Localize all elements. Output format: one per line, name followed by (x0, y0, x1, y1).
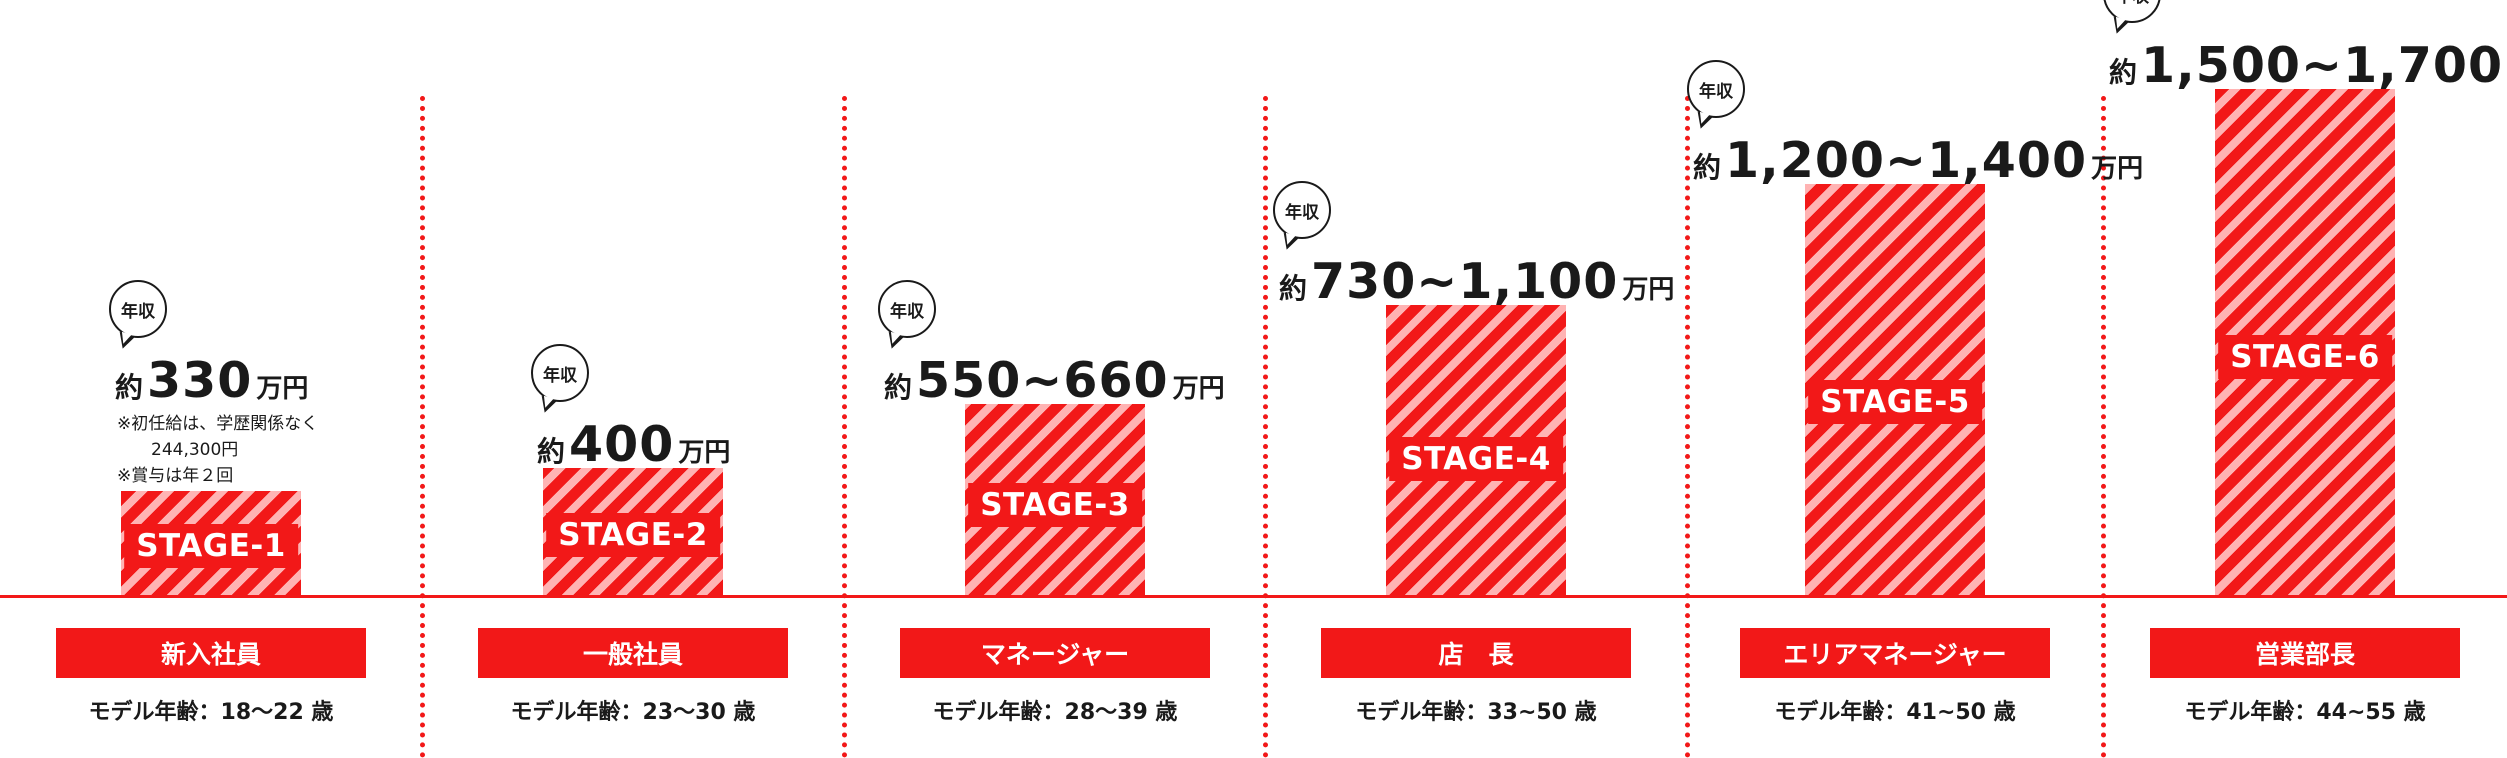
annual-income-bubble: 年収 (878, 280, 936, 352)
salary-prefix: 約 (2109, 56, 2138, 89)
position-label: 一般社員 (478, 628, 788, 678)
annual-income-bubble: 年収 (2103, 0, 2161, 37)
stage-label: STAGE-4 (1389, 437, 1563, 481)
bubble-text: 年収 (543, 365, 577, 386)
salary-prefix: 約 (884, 371, 913, 404)
model-age: モデル年齢：18〜22 歳 (88, 700, 334, 725)
salary-amount: 550~660 (916, 352, 1169, 409)
salary-prefix: 約 (1693, 151, 1722, 184)
salary-prefix: 約 (1279, 272, 1308, 305)
model-age: モデル年齢：44~55 歳 (2184, 700, 2426, 725)
chart-baseline (0, 595, 2507, 598)
bar-stage-3: STAGE-3 (965, 404, 1145, 595)
bubble-text: 年収 (2115, 0, 2149, 7)
model-age: モデル年齢：33~50 歳 (1355, 700, 1597, 725)
stage-column-6: STAGE-6 約1,500~1,700万円 年収営業部長モデル年齢：44~55 歳 (2103, 0, 2507, 758)
model-age: モデル年齢：41~50 歳 (1774, 700, 2016, 725)
bar-stage-5: STAGE-5 (1805, 184, 1985, 595)
stage-label: STAGE-2 (546, 513, 720, 557)
note-line: 244,300円 (151, 440, 239, 460)
stage-label: STAGE-3 (968, 483, 1142, 527)
annual-income-bubble: 年収 (1687, 60, 1745, 132)
salary-unit: 万円 (1172, 374, 1225, 404)
salary-amount: 1,500~1,700 (2141, 37, 2504, 94)
salary-unit: 万円 (2091, 154, 2144, 184)
note-line: ※賞与は年２回 (117, 466, 234, 486)
bar-stage-2: STAGE-2 (543, 468, 723, 595)
salary-amount: 330 (147, 352, 253, 409)
position-label: マネージャー (900, 628, 1210, 678)
column-divider-2 (842, 96, 847, 758)
model-age: モデル年齢：28〜39 歳 (932, 700, 1178, 725)
salary-unit: 万円 (678, 438, 731, 468)
bubble-text: 年収 (121, 301, 155, 322)
salary-amount: 730~1,100 (1311, 253, 1619, 310)
bar-stage-4: STAGE-4 (1386, 305, 1566, 595)
salary-note: ※初任給は、学歴関係なく 244,300円 ※賞与は年２回 (117, 411, 318, 489)
stage-label: STAGE-1 (124, 524, 298, 568)
position-label: エリアマネージャー (1740, 628, 2050, 678)
salary-prefix: 約 (537, 435, 566, 468)
bubble-text: 年収 (1699, 81, 1733, 102)
annual-income-bubble: 年収 (109, 280, 167, 352)
bubble-text: 年収 (1285, 202, 1319, 223)
note-line: ※初任給は、学歴関係なく (117, 414, 319, 434)
column-divider-4 (1685, 96, 1690, 758)
position-label: 新入社員 (56, 628, 366, 678)
salary-unit: 万円 (1622, 275, 1675, 305)
salary-value: 約1,500~1,700万円 (2109, 41, 2507, 90)
bar-stage-1: STAGE-1 (121, 491, 301, 595)
column-divider-1 (420, 96, 425, 758)
column-divider-5 (2101, 96, 2106, 758)
bubble-text: 年収 (890, 301, 924, 322)
salary-unit: 万円 (256, 374, 309, 404)
annual-income-bubble: 年収 (531, 344, 589, 416)
salary-amount: 400 (569, 416, 675, 473)
model-age: モデル年齢：23〜30 歳 (510, 700, 756, 725)
stage-label: STAGE-6 (2218, 335, 2392, 379)
position-label: 営業部長 (2150, 628, 2460, 678)
salary-prefix: 約 (115, 371, 144, 404)
salary-amount: 1,200~1,400 (1725, 132, 2088, 189)
position-label: 店 長 (1321, 628, 1631, 678)
stage-label: STAGE-5 (1808, 380, 1982, 424)
annual-income-bubble: 年収 (1273, 181, 1331, 253)
bar-stage-6: STAGE-6 (2215, 89, 2395, 595)
column-divider-3 (1263, 96, 1268, 758)
